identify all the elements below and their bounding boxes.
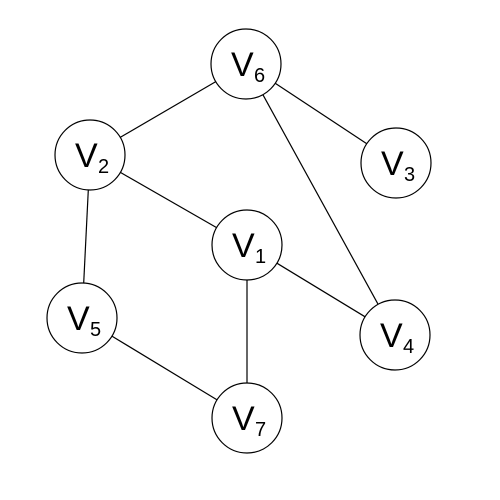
edge-v6-v3 — [274, 82, 368, 145]
node-v5-circle — [46, 282, 118, 354]
node-v5-letter: V — [67, 300, 90, 338]
node-v3-subscript: 3 — [404, 164, 415, 186]
node-v4-subscript: 4 — [403, 336, 414, 358]
node-v7-letter: V — [232, 400, 255, 438]
node-v7-circle — [211, 382, 283, 454]
node-v1: V 1 — [211, 209, 283, 281]
node-v3-letter: V — [381, 145, 404, 183]
node-v4: V 4 — [359, 299, 431, 371]
node-v7-subscript: 7 — [255, 419, 266, 441]
edge-v1-v4 — [276, 262, 366, 318]
node-v6: V 6 — [210, 28, 282, 100]
node-v6-circle — [210, 28, 282, 100]
node-v3-circle — [360, 127, 432, 199]
node-v2-subscript: 2 — [98, 156, 109, 178]
edge-v2-v5 — [83, 189, 89, 284]
edge-v6-v2 — [119, 81, 217, 138]
node-v1-letter: V — [232, 227, 255, 265]
node-v2-letter: V — [75, 137, 98, 175]
node-v3: V 3 — [360, 127, 432, 199]
edge-v5-v7 — [111, 335, 218, 401]
node-v6-subscript: 6 — [254, 65, 265, 87]
node-v4-circle — [359, 299, 431, 371]
node-v4-letter: V — [380, 317, 403, 355]
node-v5-subscript: 5 — [90, 319, 101, 341]
node-v6-letter: V — [231, 46, 254, 84]
edge-v6-v4 — [262, 94, 379, 305]
node-v2-circle — [54, 119, 126, 191]
node-v1-subscript: 1 — [255, 246, 266, 268]
node-v2: V 2 — [54, 119, 126, 191]
edges-layer — [83, 81, 379, 401]
node-v1-circle — [211, 209, 283, 281]
edge-v2-v1 — [120, 171, 217, 229]
node-v7: V 7 — [211, 382, 283, 454]
node-v5: V 5 — [46, 282, 118, 354]
